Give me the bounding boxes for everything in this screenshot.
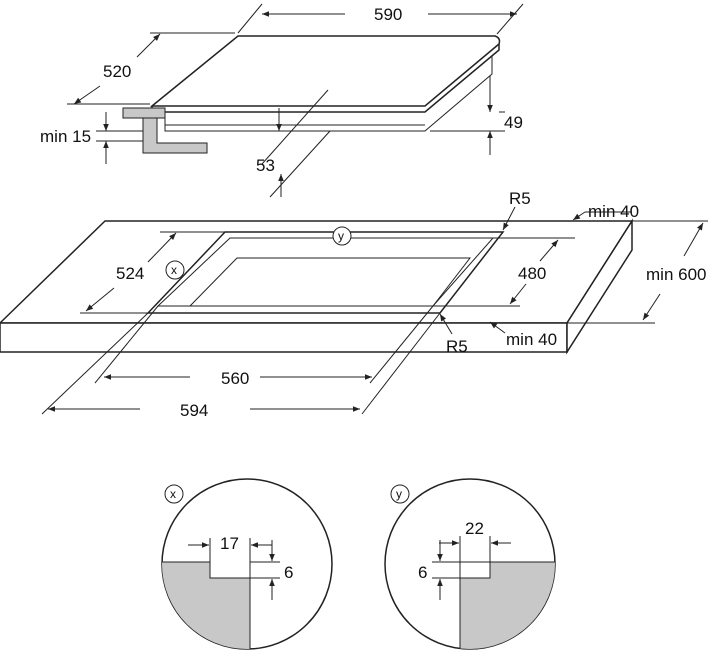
label-17: 17 bbox=[220, 534, 239, 553]
dim-min40-front bbox=[489, 321, 506, 334]
label-53: 53 bbox=[256, 156, 275, 175]
worktop-side-face bbox=[566, 218, 633, 355]
label-590: 590 bbox=[374, 5, 402, 24]
cutout-hole bbox=[189, 257, 472, 307]
ext-560-right bbox=[369, 305, 434, 384]
worktop-front-face bbox=[0, 322, 568, 353]
label-6y: 6 bbox=[418, 563, 427, 582]
marker-x-label: x bbox=[171, 263, 177, 277]
detail-y-marker-circle bbox=[390, 484, 410, 504]
label-min40-back: min 40 bbox=[588, 202, 639, 221]
label-r5-bottom: R5 bbox=[446, 337, 468, 356]
detail-x-marker-circle bbox=[164, 484, 184, 504]
label-min40-front: min 40 bbox=[506, 330, 557, 349]
ext-594-left bbox=[41, 312, 149, 415]
worktop-view: y x R5 R5 min 40 min 40 min 600 524 bbox=[0, 189, 708, 420]
worktop-section-top bbox=[122, 107, 166, 119]
ext-53-bottom bbox=[269, 130, 331, 198]
label-594: 594 bbox=[180, 401, 208, 420]
dim-480-bottom bbox=[509, 283, 527, 305]
detail-x: x 17 6 bbox=[161, 478, 333, 650]
label-6x: 6 bbox=[284, 563, 293, 582]
label-49: 49 bbox=[504, 113, 523, 132]
ext-560-left bbox=[94, 305, 159, 384]
label-22: 22 bbox=[465, 519, 484, 538]
label-min600: min 600 bbox=[646, 265, 706, 284]
dim-min600-bottom bbox=[642, 293, 661, 321]
detail-y: y 22 6 bbox=[384, 478, 556, 650]
marker-y-circle bbox=[332, 226, 352, 246]
hob-glass-top bbox=[149, 35, 501, 107]
detail-x-marker-label: x bbox=[170, 487, 176, 501]
ext-594-right bbox=[361, 312, 441, 415]
marker-y-label: y bbox=[338, 229, 344, 243]
marker-x-circle bbox=[165, 260, 185, 280]
label-520: 520 bbox=[103, 62, 131, 81]
label-560: 560 bbox=[221, 369, 249, 388]
label-524: 524 bbox=[116, 264, 144, 283]
ext-590-right bbox=[496, 3, 524, 35]
hob-view: 590 520 min 15 49 53 bbox=[40, 3, 524, 198]
dim-r5-bottom bbox=[439, 313, 453, 335]
label-480: 480 bbox=[518, 264, 546, 283]
cutout-outer bbox=[146, 231, 505, 314]
ext-53-top bbox=[261, 89, 329, 165]
dim-min40-back bbox=[572, 211, 586, 221]
ext-590-left bbox=[237, 3, 263, 34]
dim-524-top bbox=[147, 232, 177, 263]
label-r5-top: R5 bbox=[509, 189, 531, 208]
dim-520-bottom bbox=[73, 85, 101, 105]
worktop-section-leg bbox=[142, 117, 208, 154]
label-min15: min 15 bbox=[40, 127, 91, 146]
dim-524-bottom bbox=[85, 287, 115, 312]
dim-min600-top bbox=[683, 222, 704, 257]
dim-480-top bbox=[539, 239, 559, 262]
dim-520-top bbox=[136, 33, 161, 58]
dim-r5-top bbox=[502, 206, 516, 231]
detail-y-marker-label: y bbox=[396, 487, 402, 501]
